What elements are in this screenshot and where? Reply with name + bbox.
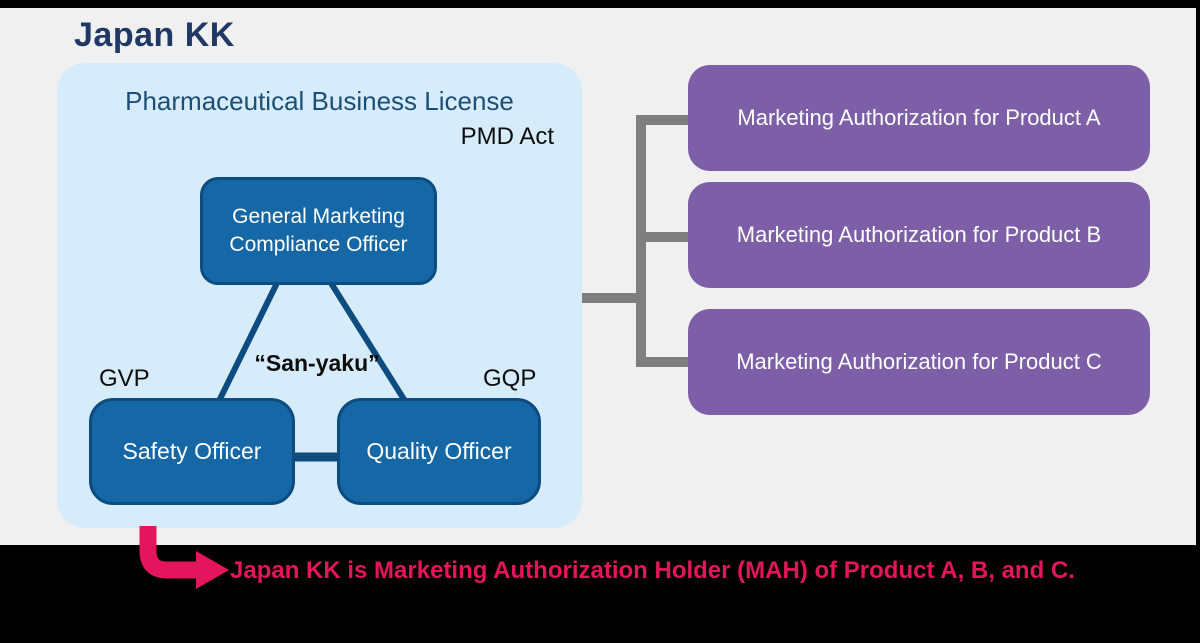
- license-title: Pharmaceutical Business License: [125, 86, 514, 116]
- page-title: Japan KK: [74, 16, 235, 54]
- authorization-box-product-b: Marketing Authorization for Product B: [688, 182, 1150, 288]
- authorization-box-product-a: Marketing Authorization for Product A: [688, 65, 1150, 171]
- gvp-label: GVP: [99, 365, 150, 392]
- general-marketing-compliance-officer-box: General Marketing Compliance Officer: [200, 177, 437, 285]
- safety-officer-label: Safety Officer: [122, 437, 262, 464]
- authorization-label: Marketing Authorization for Product B: [736, 222, 1102, 247]
- footnote-text: Japan KK is Marketing Authorization Hold…: [230, 557, 1075, 584]
- authorization-box-product-c: Marketing Authorization for Product C: [688, 309, 1150, 415]
- authorization-label: Marketing Authorization for Product C: [736, 349, 1102, 374]
- gqp-label: GQP: [483, 365, 537, 392]
- quality-officer-label: Quality Officer: [366, 437, 512, 464]
- authorization-label: Marketing Authorization for Product A: [737, 105, 1101, 130]
- quality-officer-box: Quality Officer: [337, 398, 541, 505]
- pmd-act-label: PMD Act: [460, 123, 554, 150]
- safety-officer-box: Safety Officer: [89, 398, 295, 505]
- san-yaku-label: “San-yaku”: [254, 350, 380, 376]
- general-officer-label: General Marketing Compliance Officer: [229, 204, 408, 256]
